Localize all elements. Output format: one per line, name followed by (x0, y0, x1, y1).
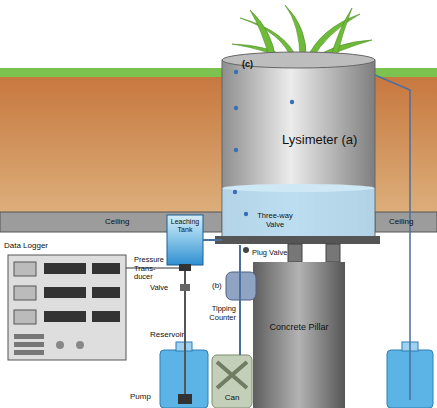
can-body (212, 355, 252, 408)
node-text: Ceiling (105, 217, 129, 226)
tank (167, 215, 203, 265)
outflow-tube (375, 75, 410, 400)
node-text: Three-way Valve (250, 212, 300, 229)
support (326, 244, 340, 262)
water-surface (223, 184, 375, 192)
leaching-tank: Leaching Tank (167, 215, 203, 265)
part-label: Pressure Trans- ducer (134, 256, 170, 282)
part-label: Plug Valve (252, 249, 287, 258)
tube-connector (203, 240, 222, 241)
can: Can (212, 355, 252, 408)
part-label: Pump (130, 392, 151, 401)
node-text: Lysimeter (a) (282, 133, 357, 148)
logger-displays (14, 262, 120, 355)
plug-valve (243, 247, 249, 253)
ceiling-slab (375, 212, 437, 232)
valve-symbol (180, 284, 190, 291)
transducer (179, 264, 191, 271)
pump (178, 394, 192, 404)
logger-panel (8, 255, 126, 360)
lysimeter-cylinder (222, 60, 375, 240)
concrete-pillar: Concrete Pillar (253, 262, 345, 408)
can-x (217, 362, 247, 388)
ceiling-band: Ceiling (375, 212, 437, 232)
water (223, 188, 375, 238)
pillar (253, 262, 345, 408)
part-label: Data Logger (4, 241, 48, 250)
node-text: Leaching Tank (168, 218, 202, 234)
support (288, 244, 302, 262)
part-label: Valve (150, 284, 168, 293)
callout-number: (b) (212, 281, 222, 290)
node-text: Concrete Pillar (259, 322, 339, 332)
lysimeter: (c) Lysimeter (a) Three-way Valve (222, 55, 375, 245)
part-label: Tipping Counter (190, 305, 236, 322)
tube-connector (240, 245, 241, 355)
node-text: Can (214, 393, 250, 402)
node-text: Ceiling (389, 217, 413, 226)
part-label: Reservoir (150, 330, 184, 339)
base-plate (215, 236, 380, 244)
node-text: (c) (242, 59, 253, 69)
